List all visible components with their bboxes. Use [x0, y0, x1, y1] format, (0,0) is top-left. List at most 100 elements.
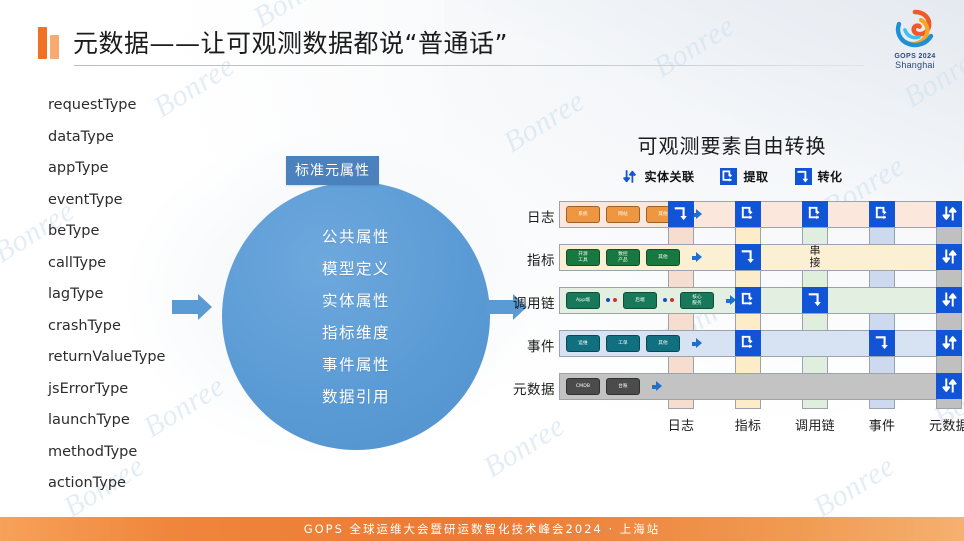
- matrix-cell-transform-corner[interactable]: [802, 286, 828, 313]
- matrix-row-label: 调用链: [513, 296, 555, 312]
- matrix-cell-transform-corner[interactable]: [869, 329, 895, 356]
- arrow-to-matrix-icon: [487, 292, 529, 322]
- link-connector-icon: [606, 297, 617, 304]
- circle-attribute-item: 实体属性: [321, 292, 390, 310]
- legend-label: 实体关联: [644, 170, 695, 184]
- matrix-cell-transform-corner[interactable]: [735, 243, 761, 270]
- metadata-type-item: dataType: [48, 128, 114, 145]
- row-source-chip: 工单: [606, 335, 640, 352]
- metadata-type-item: callType: [48, 254, 107, 271]
- row-source-chip: 其他: [646, 335, 680, 352]
- circle-body: 公共属性模型定义实体属性指标维度事件属性数据引用: [222, 182, 490, 450]
- metadata-type-item: crashType: [48, 317, 121, 334]
- circle-attribute-item: 公共属性: [321, 228, 390, 246]
- matrix-cell-up-down-arrows[interactable]: [936, 329, 962, 356]
- circle-tag-label: 标准元属性: [286, 156, 379, 185]
- legend-entry: 转化: [794, 168, 843, 185]
- row-flow-arrow-icon: [692, 209, 703, 220]
- matrix-row-label: 指标: [527, 253, 555, 269]
- row-flow-arrow-icon: [652, 381, 663, 392]
- legend-label: 转化: [817, 170, 843, 184]
- matrix-note-label: 串接: [809, 244, 821, 269]
- row-chip-group: CMDB 台账: [560, 378, 663, 395]
- metadata-type-item: appType: [48, 160, 109, 176]
- circle-attribute-item: 模型定义: [321, 260, 390, 278]
- metadata-type-item: methodType: [48, 443, 138, 460]
- row-flow-arrow-icon: [692, 338, 703, 349]
- matrix-row-bar: CMDB 台账: [559, 373, 938, 400]
- observability-conversion-panel: 可观测要素自由转换 实体关联提取转化 日志系统网站其他指标开源工具数控产品其他串…: [513, 130, 964, 455]
- title-row: 元数据——让可观测数据都说“普通话”: [38, 24, 858, 60]
- metadata-type-item: beType: [48, 223, 100, 239]
- title-divider: [74, 65, 864, 66]
- row-source-chip: 台账: [606, 378, 640, 395]
- logo-line-2: Shanghai: [895, 60, 935, 70]
- metadata-type-item: eventType: [48, 191, 123, 208]
- circle-attribute-item: 指标维度: [321, 324, 390, 342]
- matrix-cell-up-down-arrows[interactable]: [936, 200, 962, 227]
- matrix-cell-extract-loop[interactable]: [802, 200, 828, 227]
- slide-footer: GOPS 全球运维大会暨研运数智化技术峰会2024 · 上海站: [0, 517, 964, 541]
- matrix-cell-up-down-arrows[interactable]: [936, 372, 962, 399]
- row-chip-group: App端 后端 核心服务: [560, 292, 737, 309]
- row-source-chip: 核心服务: [680, 292, 714, 309]
- metadata-type-item: returnValueType: [48, 349, 166, 365]
- row-source-chip: 后端: [623, 292, 657, 309]
- watermark: Bonree: [807, 449, 901, 525]
- matrix-column-label: 事件: [868, 419, 896, 434]
- row-source-chip: 系统: [566, 206, 600, 223]
- legend-entry: 提取: [720, 168, 768, 185]
- page-title: 元数据——让可观测数据都说“普通话”: [73, 29, 508, 58]
- standard-meta-attribute-circle: 标准元属性 公共属性模型定义实体属性指标维度事件属性数据引用: [222, 156, 490, 450]
- matrix-cell-up-down-arrows[interactable]: [936, 286, 962, 313]
- arrow-to-circle-icon: [172, 292, 214, 322]
- row-source-chip: 数控产品: [606, 249, 640, 266]
- circle-attribute-item: 数据引用: [321, 388, 390, 406]
- metadata-type-item: launchType: [48, 412, 130, 428]
- matrix-cell-extract-loop[interactable]: [735, 200, 761, 227]
- matrix-row-label: 日志: [527, 210, 555, 226]
- logo-line-1: GOPS 2024: [894, 53, 936, 60]
- row-chip-group: 开源工具数控产品其他: [560, 249, 703, 266]
- metadata-type-item: jsErrorType: [48, 380, 129, 397]
- metadata-type-list: requestType dataType appType eventType beTyp…: [48, 98, 228, 540]
- matrix-column-label: 调用链: [795, 419, 835, 434]
- matrix-cell-extract-loop[interactable]: [735, 329, 761, 356]
- footer-text: GOPS 全球运维大会暨研运数智化技术峰会2024 · 上海站: [303, 522, 661, 536]
- matrix-title: 可观测要素自由转换: [637, 134, 827, 158]
- gops-logo: GOPS 2024 Shanghai: [878, 8, 952, 70]
- row-flow-arrow-icon: [726, 295, 737, 306]
- matrix-cell-extract-loop[interactable]: [869, 200, 895, 227]
- matrix-cell-up-down-arrows[interactable]: [936, 243, 962, 270]
- legend-entry: 实体关联: [621, 168, 694, 185]
- row-source-chip: CMDB: [566, 378, 600, 395]
- row-flow-arrow-icon: [692, 252, 703, 263]
- title-bars-icon: [38, 25, 59, 59]
- row-chip-group: 运维工单其他: [560, 335, 703, 352]
- up-down-arrows-icon: [621, 168, 638, 185]
- metadata-type-item: actionType: [48, 475, 126, 491]
- row-source-chip: App端: [566, 292, 600, 309]
- matrix-column-label: 指标: [734, 419, 762, 434]
- circle-attribute-item: 事件属性: [321, 356, 390, 374]
- matrix-legend: 实体关联 提取 转化: [513, 168, 951, 185]
- slide-header: 元数据——让可观测数据都说“普通话”: [38, 24, 864, 66]
- row-source-chip: 网站: [606, 206, 640, 223]
- matrix-row-label: 事件: [527, 339, 555, 355]
- row-source-chip: 其他: [646, 249, 680, 266]
- metadata-type-item: requestType: [48, 97, 137, 113]
- matrix-column-label: 元数据: [929, 419, 964, 434]
- matrix-cell-transform-corner[interactable]: [668, 200, 694, 227]
- gops-swirl-icon: [891, 8, 939, 52]
- row-source-chip: 开源工具: [566, 249, 600, 266]
- link-connector-icon: [663, 297, 674, 304]
- matrix-row-label: 元数据: [513, 382, 555, 398]
- legend-label: 提取: [743, 170, 769, 184]
- extract-loop-icon: [720, 168, 738, 185]
- metadata-type-item: lagType: [48, 286, 104, 302]
- matrix-cell-extract-loop[interactable]: [735, 286, 761, 313]
- row-source-chip: 运维: [566, 335, 600, 352]
- matrix-column-label: 日志: [667, 419, 695, 434]
